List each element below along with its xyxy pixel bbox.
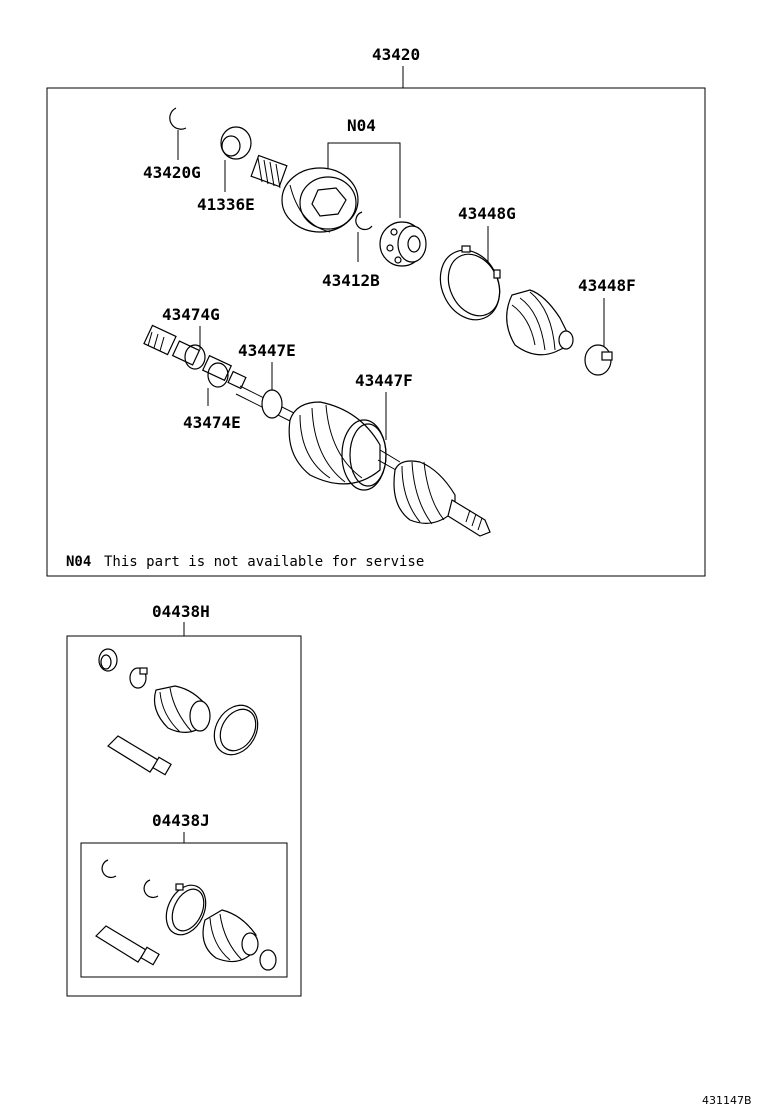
kit-04438H-parts-icon bbox=[98, 648, 259, 776]
label-43447E[interactable]: 43447E bbox=[238, 341, 296, 360]
drive-shaft-icon bbox=[235, 385, 491, 537]
kit-04438H-frame bbox=[66, 635, 302, 997]
figure-id: 431147B bbox=[702, 1094, 752, 1107]
label-43474E[interactable]: 43474E bbox=[183, 413, 241, 432]
label-04438J[interactable]: 04438J bbox=[152, 811, 210, 830]
snap-ring-43412B-icon bbox=[355, 211, 373, 262]
snap-ring-43420G-icon bbox=[169, 107, 187, 160]
note-text: This part is not available for servise bbox=[104, 554, 424, 570]
label-43474G[interactable]: 43474G bbox=[162, 305, 220, 324]
assembly-frame bbox=[46, 87, 706, 577]
ring-41336E-icon bbox=[220, 126, 252, 192]
outer-cv-joint-icon bbox=[250, 154, 359, 233]
label-41336E[interactable]: 41336E bbox=[197, 195, 255, 214]
label-43420G[interactable]: 43420G bbox=[143, 163, 201, 182]
kit-04438J-parts-icon bbox=[95, 859, 277, 971]
label-43447F[interactable]: 43447F bbox=[355, 371, 413, 390]
label-04438H[interactable]: 04438H bbox=[152, 602, 210, 621]
label-43412B[interactable]: 43412B bbox=[322, 271, 380, 290]
label-43420[interactable]: 43420 bbox=[372, 45, 420, 64]
label-43448G[interactable]: 43448G bbox=[458, 204, 516, 223]
inner-race-icon bbox=[379, 221, 427, 267]
kit-04438J-frame bbox=[80, 842, 288, 978]
label-N04[interactable]: N04 bbox=[347, 116, 376, 135]
boot-band-43448F-icon bbox=[584, 344, 613, 376]
inboard-stub-icon bbox=[143, 324, 247, 390]
boot-band-43448G-icon bbox=[439, 245, 501, 321]
outer-boot-icon bbox=[506, 289, 574, 356]
label-43448F[interactable]: 43448F bbox=[578, 276, 636, 295]
note-code: N04 bbox=[66, 554, 91, 570]
